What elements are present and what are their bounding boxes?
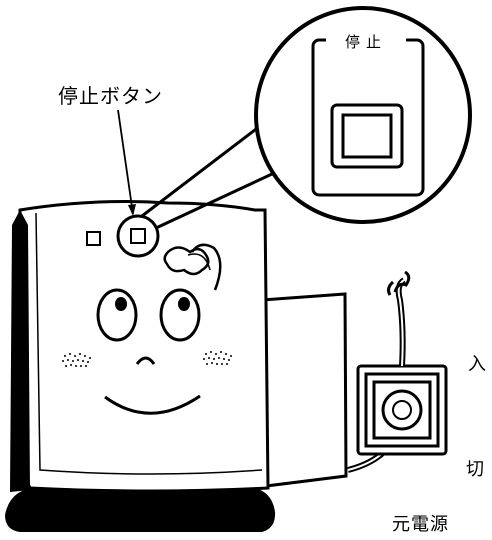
zoom-panel-label-bg (326, 32, 406, 50)
switch-off-label: 切 (466, 459, 484, 480)
tag-string-2 (187, 253, 211, 271)
zoom-connector-lower (155, 172, 273, 230)
machine-base (5, 487, 276, 532)
machine-panel-line (35, 212, 263, 475)
tag-string (190, 243, 222, 291)
switch-on-label: 入 (468, 354, 486, 375)
main-power-label: 元電源 (392, 514, 449, 535)
right-pupil (178, 297, 190, 311)
zoom-stop-button-inner (341, 113, 393, 159)
callout-arrow (117, 109, 134, 215)
stop-button-callout-label: 停止ボタン (58, 84, 163, 108)
left-cheek (62, 353, 91, 367)
left-pupil (115, 297, 127, 311)
button-icon[interactable] (86, 231, 101, 246)
machine-left-edge (10, 210, 30, 492)
zoom-connector-upper (141, 118, 269, 218)
callout-arrowhead (128, 204, 136, 216)
machine-back-panel (260, 292, 348, 488)
stop-button-icon[interactable] (130, 228, 146, 244)
plug-center (392, 400, 412, 420)
mouth-icon (104, 394, 201, 415)
nose (135, 356, 156, 365)
tag-icon (163, 246, 210, 276)
zoom-panel-label: 停止 (345, 33, 387, 51)
cable-tip (387, 270, 411, 296)
right-eye-icon (159, 288, 201, 342)
left-eye-icon (96, 288, 138, 342)
right-cheek (203, 351, 232, 365)
